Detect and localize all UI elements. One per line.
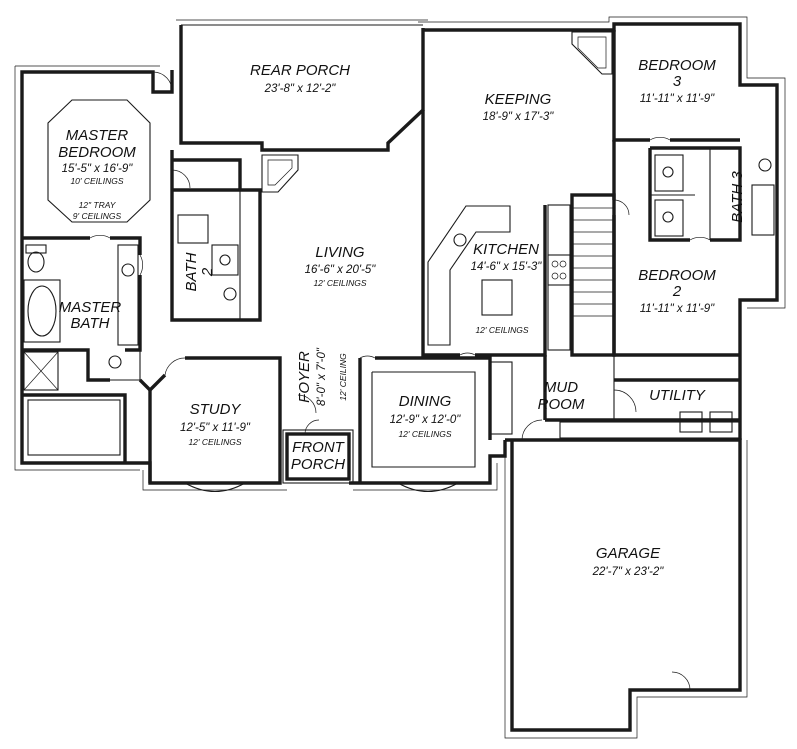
foyer-ceiling: 12' CEILING bbox=[338, 353, 348, 401]
study-dim: 12'-5" x 11'-9" bbox=[180, 422, 251, 434]
keeping-name: KEEPING bbox=[485, 91, 552, 108]
bedroom3-number: 3 bbox=[673, 73, 682, 90]
door-swings bbox=[89, 71, 711, 691]
dining-name: DINING bbox=[399, 393, 452, 410]
study-ceiling: 12' CEILINGS bbox=[188, 437, 241, 447]
front-porch-name2: PORCH bbox=[291, 456, 345, 473]
bath2-name: BATH bbox=[183, 252, 200, 291]
dining-ceiling: 12' CEILINGS bbox=[398, 429, 451, 439]
garage-dim: 22'-7" x 23'-2" bbox=[592, 566, 665, 578]
master-bedroom-name: MASTER bbox=[66, 127, 129, 144]
kitchen-ceiling: 12' CEILINGS bbox=[475, 325, 528, 335]
master-bedroom-name2: BEDROOM bbox=[58, 144, 136, 161]
study-name: STUDY bbox=[190, 401, 242, 418]
room-labels: REAR PORCH 23'-8" x 12'-2" KEEPING 18'-9… bbox=[58, 57, 746, 578]
garage-name: GARAGE bbox=[596, 545, 661, 562]
foyer-dim: 8'-0" x 7'-0" bbox=[316, 347, 328, 406]
living-dim: 16'-6" x 20'-5" bbox=[305, 264, 377, 276]
utility-name: UTILITY bbox=[649, 387, 706, 404]
fixtures bbox=[23, 31, 775, 456]
kitchen-dim: 14'-6" x 15'-3" bbox=[471, 261, 543, 273]
keeping-dim: 18'-9" x 17'-3" bbox=[483, 111, 555, 123]
interior-walls bbox=[22, 30, 742, 483]
master-bath-name: MASTER bbox=[59, 299, 122, 316]
foyer-name: FOYER bbox=[296, 351, 313, 403]
rear-porch-dim: 23'-8" x 12'-2" bbox=[264, 83, 337, 95]
bedroom2-dim: 11'-11" x 11'-9" bbox=[640, 303, 715, 315]
living-ceiling: 12' CEILINGS bbox=[313, 278, 366, 288]
bay-windows bbox=[184, 482, 459, 492]
master-bedroom-tray-ceiling: 9' CEILINGS bbox=[73, 211, 122, 221]
master-bath-name2: BATH bbox=[71, 315, 110, 332]
mud-room-name: MUD bbox=[544, 379, 578, 396]
bedroom2-name: BEDROOM bbox=[638, 267, 716, 284]
bedroom2-number: 2 bbox=[672, 283, 682, 300]
front-porch-name: FRONT bbox=[292, 439, 345, 456]
living-name: LIVING bbox=[315, 244, 365, 261]
bedroom3-name: BEDROOM bbox=[638, 57, 716, 74]
mud-room-name2: ROOM bbox=[538, 396, 585, 413]
bath2-number: 2 bbox=[199, 267, 216, 277]
dining-dim: 12'-9" x 12'-0" bbox=[390, 414, 462, 426]
master-bedroom-dim: 15'-5" x 16'-9" bbox=[62, 163, 134, 175]
exterior-walls bbox=[14, 16, 786, 739]
bath3-name: BATH 3 bbox=[729, 171, 746, 223]
rear-porch-name: REAR PORCH bbox=[250, 62, 350, 79]
master-bedroom-ceiling: 10' CEILINGS bbox=[70, 176, 123, 186]
bedroom3-dim: 11'-11" x 11'-9" bbox=[640, 93, 715, 105]
kitchen-name: KITCHEN bbox=[473, 241, 539, 258]
stair-treads bbox=[572, 207, 614, 317]
master-bedroom-tray: 12" TRAY bbox=[79, 200, 117, 210]
